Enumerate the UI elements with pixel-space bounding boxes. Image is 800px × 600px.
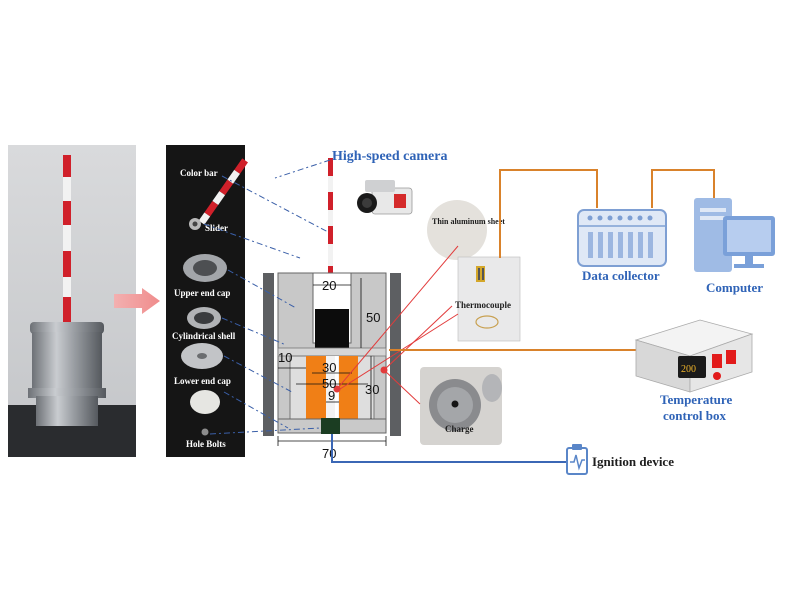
temperature-box-icon: [634, 319, 754, 393]
dim-charge-width: 9: [328, 388, 335, 403]
charge-label: Charge: [445, 424, 474, 434]
ignition-label: Ignition device: [592, 454, 674, 469]
red-pointers: [336, 245, 459, 405]
data-collector-icon: [577, 209, 667, 267]
temp-display: 200: [681, 364, 696, 375]
label-cylindrical-shell: Cylindrical shell: [172, 331, 236, 341]
dim-inner-width: 30: [322, 360, 336, 375]
dim-mid-width: 50: [322, 376, 336, 391]
thermocouple-photo: [457, 256, 521, 342]
leader-lines: [203, 159, 331, 435]
dim-right-height: 30: [365, 382, 379, 397]
computer-icon: [694, 198, 775, 272]
charge-photo: [420, 367, 502, 445]
dim-upper-height: 50: [366, 310, 380, 325]
sheet-photo: [427, 200, 487, 260]
blue-wire: [331, 434, 566, 463]
ignition-device-icon: [566, 444, 588, 475]
thermocouple-label: Thermocouple: [455, 300, 511, 310]
sheet-label: Thin aluminum sheet: [432, 217, 505, 226]
camera-icon: [357, 180, 413, 215]
dim-base-width: 70: [322, 446, 336, 461]
temp-box-label-1: Temperature: [660, 392, 732, 407]
dim-top-width: 20: [322, 278, 336, 293]
data-collector-label: Data collector: [582, 268, 660, 283]
pink-arrow: [114, 288, 160, 314]
temp-box-label-2: control box: [663, 408, 726, 423]
camera-label: High-speed camera: [332, 149, 447, 164]
orange-wires: [389, 169, 715, 351]
components-panel: [166, 145, 248, 457]
dim-left-wall: 10: [278, 350, 292, 365]
label-upper-end-cap: Upper end cap: [174, 288, 230, 298]
computer-label: Computer: [706, 280, 763, 295]
label-color-bar: Color bar: [180, 168, 218, 178]
label-hole-bolts: Hole Bolts: [186, 439, 226, 449]
label-slider: Slider: [205, 223, 228, 233]
label-lower-end-cap: Lower end cap: [174, 376, 231, 386]
